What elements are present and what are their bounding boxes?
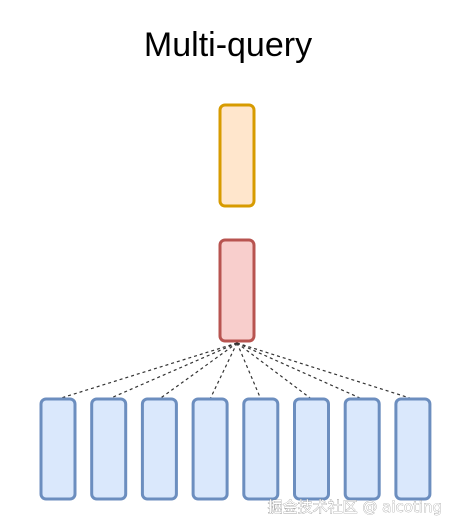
head-block xyxy=(242,397,280,501)
head-block xyxy=(191,397,229,501)
head-block xyxy=(343,397,381,501)
connector-line xyxy=(236,342,312,400)
connector-line xyxy=(108,342,238,400)
connector-line xyxy=(236,342,363,400)
head-block xyxy=(140,397,178,501)
connector-line xyxy=(57,342,238,400)
connector-line xyxy=(209,342,238,400)
head-block xyxy=(293,397,330,501)
head-blocks xyxy=(39,397,432,501)
head-block xyxy=(39,397,77,501)
connector-line xyxy=(236,342,262,400)
head-block xyxy=(90,397,128,501)
watermark-text: 掘金技术社区 @ aicoting xyxy=(268,498,442,516)
connector-line xyxy=(159,342,238,400)
head-block xyxy=(394,397,432,501)
shared-key-block xyxy=(218,238,256,343)
query-block xyxy=(218,103,256,208)
connector-line xyxy=(236,342,414,400)
diagram-title: Multi-query xyxy=(144,26,312,64)
connector-lines xyxy=(57,342,414,400)
